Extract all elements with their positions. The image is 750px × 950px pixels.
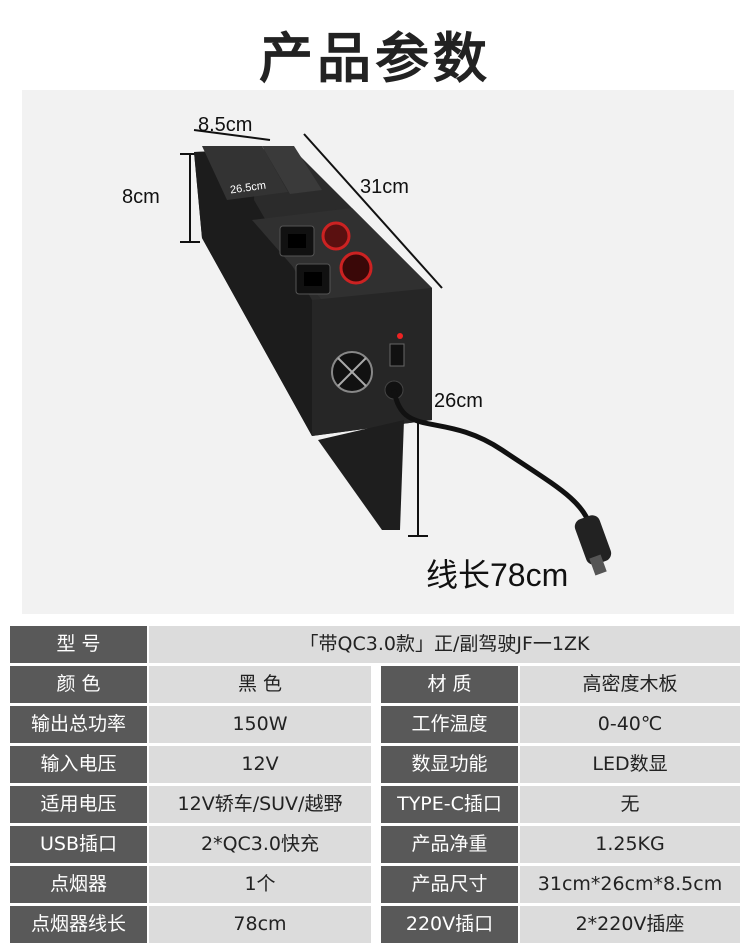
spec-value: LED数显 <box>520 746 740 783</box>
spec-label: 适用电压 <box>10 786 147 823</box>
length-label: 31cm <box>360 176 409 198</box>
spec-row: 点烟器 1个 产品尺寸 31cm*26cm*8.5cm <box>10 866 740 903</box>
page-title: 产品参数 <box>259 27 491 90</box>
spec-label: 工作温度 <box>381 706 518 743</box>
spec-value: 0-40℃ <box>520 706 740 743</box>
spec-label: 点烟器 <box>10 866 147 903</box>
spec-label: 数显功能 <box>381 746 518 783</box>
spec-label: USB插口 <box>10 826 147 863</box>
spec-row: 点烟器线长 78cm 220V插口 2*220V插座 <box>10 906 740 943</box>
spec-row: 颜 色 黑 色 材 质 高密度木板 <box>10 666 740 703</box>
spec-value: 「带QC3.0款」正/副驾驶JF一1ZK <box>149 626 740 663</box>
spec-row: USB插口 2*QC3.0快充 产品净重 1.25KG <box>10 826 740 863</box>
spec-value: 2*QC3.0快充 <box>149 826 371 863</box>
spec-value: 78cm <box>149 906 371 943</box>
spec-label: 产品尺寸 <box>381 866 518 903</box>
spec-row-model: 型 号 「带QC3.0款」正/副驾驶JF一1ZK <box>10 626 740 663</box>
spec-table: 型 号 「带QC3.0款」正/副驾驶JF一1ZK 颜 色 黑 色 材 质 高密度… <box>10 626 740 950</box>
spec-label: TYPE-C插口 <box>381 786 518 823</box>
spec-value: 2*220V插座 <box>520 906 740 943</box>
spec-label: 点烟器线长 <box>10 906 147 943</box>
spec-label: 输入电压 <box>10 746 147 783</box>
spec-value: 12V轿车/SUV/越野 <box>149 786 371 823</box>
spec-value: 1个 <box>149 866 371 903</box>
spec-row: 适用电压 12V轿车/SUV/越野 TYPE-C插口 无 <box>10 786 740 823</box>
spec-value: 无 <box>520 786 740 823</box>
spec-value: 高密度木板 <box>520 666 740 703</box>
height-label: 8cm <box>122 186 160 208</box>
spec-label: 输出总功率 <box>10 706 147 743</box>
power-cable <box>391 389 595 531</box>
spec-label: 颜 色 <box>10 666 147 703</box>
spec-value: 黑 色 <box>149 666 371 703</box>
spec-row: 输入电压 12V 数显功能 LED数显 <box>10 746 740 783</box>
spec-value: 1.25KG <box>520 826 740 863</box>
spec-label: 产品净重 <box>381 826 518 863</box>
console-box <box>194 146 432 530</box>
product-photo: 8.5cm 8cm 26.5cm 31cm 26cm 线长78cm <box>22 90 734 614</box>
spec-value: 31cm*26cm*8.5cm <box>520 866 740 903</box>
spec-value: 12V <box>149 746 371 783</box>
spec-row: 输出总功率 150W 工作温度 0-40℃ <box>10 706 740 743</box>
spec-label: 220V插口 <box>381 906 518 943</box>
spec-label: 型 号 <box>10 626 147 663</box>
cable-length-label: 线长78cm <box>426 557 569 593</box>
cigarette-plug <box>574 515 612 576</box>
spec-value: 150W <box>149 706 371 743</box>
spec-label: 材 质 <box>381 666 518 703</box>
depth-label: 26cm <box>434 390 483 412</box>
width-label: 8.5cm <box>198 114 253 136</box>
product-illustration <box>180 129 612 576</box>
